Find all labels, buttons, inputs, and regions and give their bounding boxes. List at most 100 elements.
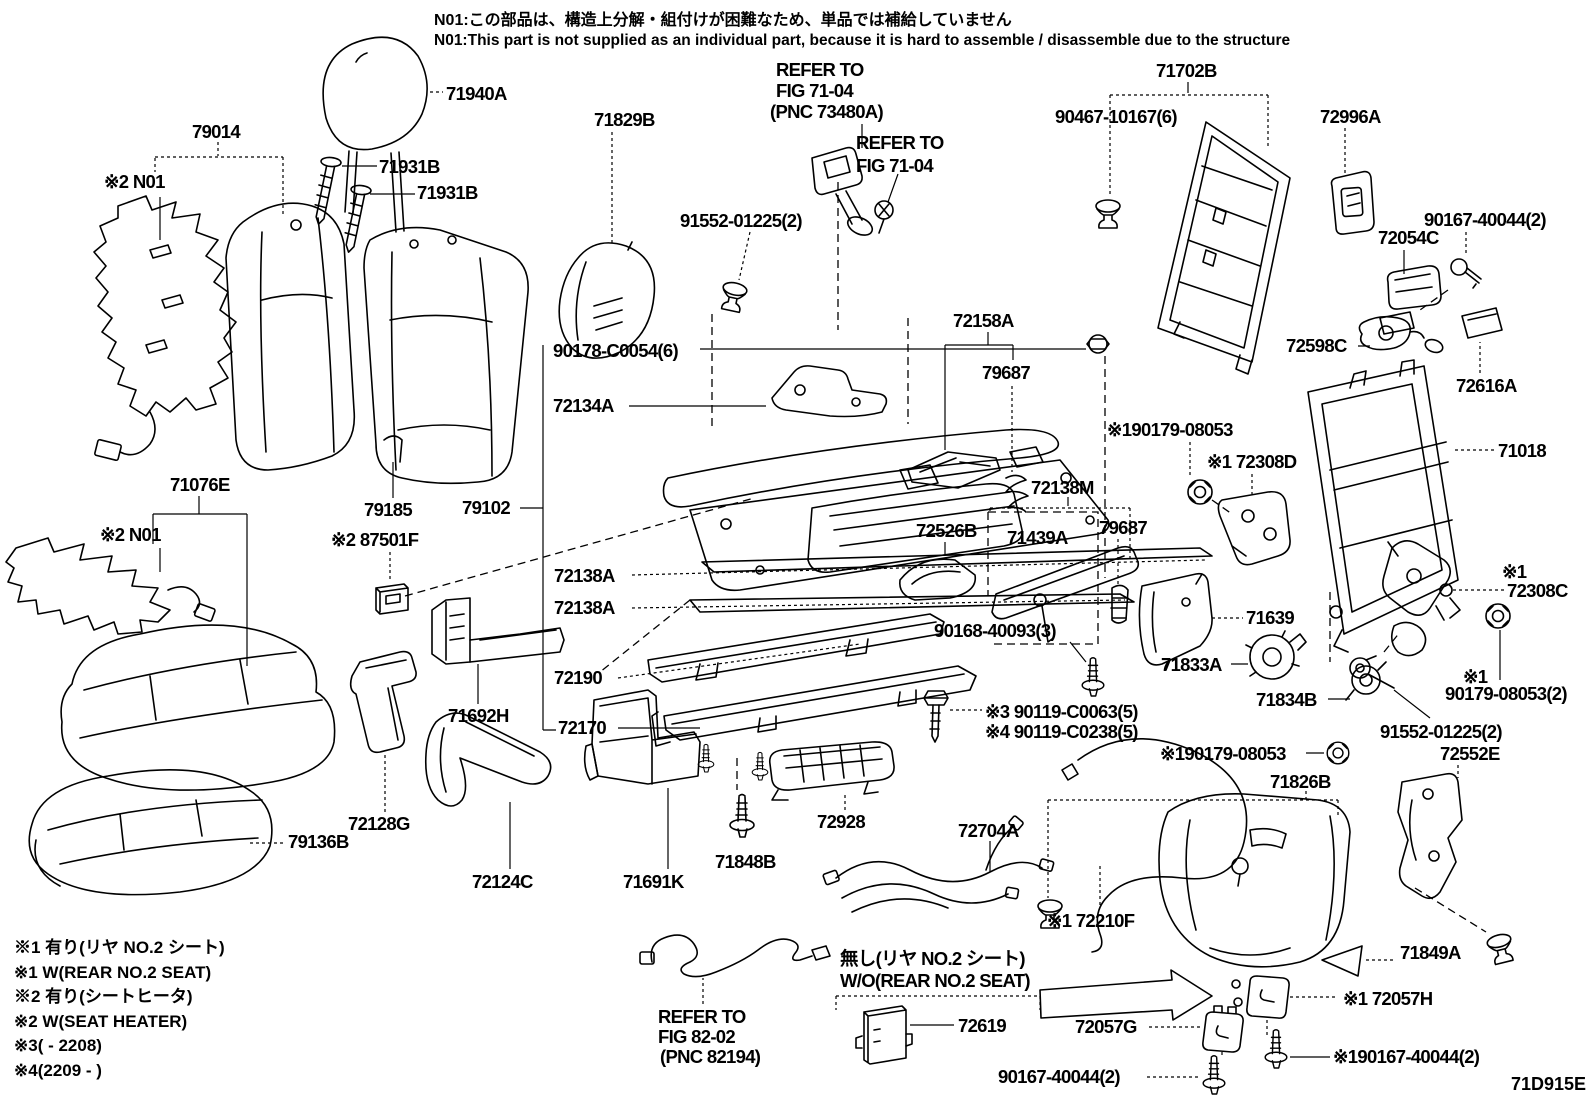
switch-72057G-drawing: [1202, 1005, 1244, 1053]
part-label: 71439A: [1007, 527, 1068, 548]
cover-72054C-drawing: [1379, 265, 1442, 335]
part-label: 72134A: [553, 395, 614, 416]
leader-lines-dotted: [154, 91, 1504, 1078]
part-label: 90167-40044(2): [1424, 209, 1547, 230]
part-label: ※2 N01: [104, 171, 165, 192]
part-label: 71833A: [1161, 654, 1222, 675]
part-label: 79687: [1099, 517, 1148, 538]
shield-71639-drawing: [1138, 572, 1213, 671]
hinge-72308C-drawing: [1349, 540, 1452, 689]
part-label: 71702B: [1156, 60, 1217, 81]
legend-line: ※3( - 2208): [14, 1036, 102, 1055]
bracket-72552E-drawing: [1397, 772, 1463, 900]
cover-72124C-drawing: [424, 712, 552, 807]
screw-90167-top-drawing: [1450, 258, 1482, 289]
part-label: 72616A: [1456, 375, 1517, 396]
part-label: 72138A: [554, 565, 615, 586]
seat-rails-drawing: [647, 613, 977, 747]
part-label: 72526B: [916, 520, 977, 541]
part-label: FIG 71-04: [856, 155, 934, 176]
part-label: 71940A: [446, 83, 507, 104]
part-label: 72138A: [554, 597, 615, 618]
seatbelt-part-drawing: [811, 146, 894, 236]
part-label: 72996A: [1320, 106, 1381, 127]
plate-72616A-drawing: [1461, 307, 1503, 339]
part-label: ※2 87501F: [331, 529, 419, 550]
part-label: 71829B: [594, 109, 655, 130]
part-label: ※2 N01: [100, 524, 161, 545]
part-label: 90168-40093(3): [934, 620, 1057, 641]
part-label: 72124C: [472, 871, 533, 892]
part-label: ※190179-08053: [1160, 743, 1286, 764]
part-label: 72704A: [958, 820, 1019, 841]
lumbar-71439A-drawing: [991, 545, 1140, 643]
seatback-cover-drawing: [225, 202, 529, 485]
legend: ※1 有り(リヤ NO.2 シート) ※1 W(REAR NO.2 SEAT) …: [14, 936, 225, 1083]
part-label: 71931B: [379, 156, 440, 177]
cushion-71076E-drawing: [60, 624, 336, 791]
recliner-cover-71826B-drawing: [1158, 793, 1351, 968]
seatback-board-drawing: [1157, 121, 1291, 375]
leader-lines-solid: [152, 82, 1501, 1058]
bracket-71691K-drawing: [583, 689, 701, 785]
part-label: 90467-10167(6): [1055, 106, 1178, 127]
part-label: (PNC 82194): [660, 1046, 761, 1067]
legend-line: ※1 有り(リヤ NO.2 シート): [14, 938, 225, 957]
part-label: 72138M: [1031, 477, 1094, 498]
part-label: 72619: [958, 1015, 1007, 1036]
projection-lines-dashed: [404, 182, 1487, 933]
seat-frame-assembly-drawing: [662, 334, 1213, 613]
part-label: 72057G: [1075, 1016, 1137, 1037]
part-label: 90167-40044(2): [998, 1066, 1121, 1087]
part-label: REFER TO: [776, 59, 864, 80]
part-label: 71692H: [448, 705, 509, 726]
part-label: 72170: [558, 717, 607, 738]
legend-line: ※2 有り(シートヒータ): [14, 987, 193, 1006]
part-label: REFER TO: [658, 1006, 746, 1027]
harness-72704A-drawing: [822, 815, 1055, 913]
note-english: N01:This part is not supplied as an indi…: [434, 32, 1291, 49]
recliner-71833A-drawing: [1245, 630, 1387, 701]
part-label: 72128G: [348, 813, 410, 834]
part-label: 71849A: [1400, 942, 1461, 963]
cushion-79136B-drawing: [28, 769, 273, 896]
bracket-72308D-drawing: [1217, 490, 1291, 566]
part-label: 79102: [462, 497, 511, 518]
triangle-cover-71849A-drawing: [1321, 945, 1363, 977]
note-japanese: N01:この部品は、構造上分解・組付けが困難なため、単品では補給していません: [434, 12, 1012, 29]
headrest-drawing: [322, 36, 428, 233]
part-label: 91552-01225(2): [1380, 721, 1503, 742]
part-label: 71826B: [1270, 771, 1331, 792]
rear-frame-71018-drawing: [1307, 359, 1461, 653]
part-label: 72308C: [1507, 580, 1568, 601]
part-label: 71018: [1498, 440, 1547, 461]
deflector-72526B-drawing: [898, 558, 977, 601]
part-label: ※1: [1463, 666, 1488, 687]
connector-87501F-drawing: [375, 583, 409, 615]
part-label: 79014: [192, 121, 241, 142]
part-label: 79185: [364, 499, 413, 520]
seatback-heater-pad-drawing: [93, 195, 237, 462]
part-label: 71076E: [170, 474, 230, 495]
part-label: 72598C: [1286, 335, 1347, 356]
part-label: 90179-08053(2): [1445, 683, 1568, 704]
part-label: ※1 72308D: [1207, 451, 1297, 472]
part-label: 72054C: [1378, 227, 1439, 248]
big-arrow: [1039, 969, 1213, 1021]
part-label: 79687: [982, 362, 1031, 383]
part-label: 71691K: [623, 871, 684, 892]
switch-72057H-drawing: [1231, 975, 1290, 1019]
part-label: ※3 90119-C0063(5): [985, 701, 1138, 722]
part-label: (PNC 73480A): [770, 101, 884, 122]
bracket-71692H-drawing: [431, 597, 565, 665]
part-label: 無し(リヤ NO.2 シート): [840, 948, 1025, 969]
ecu-72619-drawing: [855, 1005, 913, 1065]
legend-line: ※4(2209 - ): [14, 1060, 102, 1080]
part-label: 90178-C0054(6): [553, 340, 679, 361]
cable-72210F-drawing: [1061, 738, 1249, 953]
part-label: ※4 90119-C0238(5): [985, 721, 1138, 742]
part-label: FIG 82-02: [658, 1026, 736, 1047]
part-label: ※1: [1502, 561, 1527, 582]
part-label: 91552-01225(2): [680, 210, 803, 231]
